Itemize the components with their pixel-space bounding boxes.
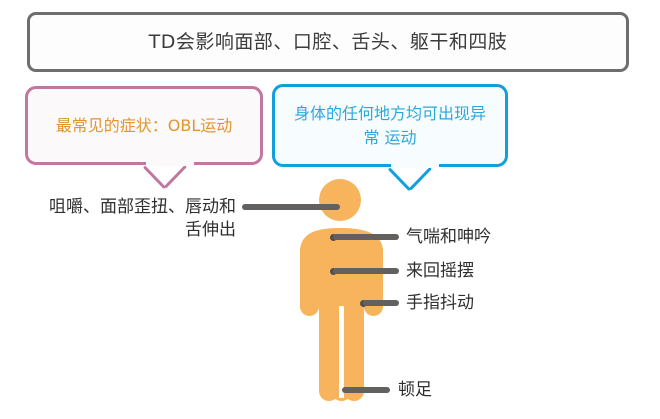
human-figure-svg [300, 179, 383, 401]
annotation-foot-stamping: 顿足 [398, 380, 432, 400]
leader-line-foot [342, 387, 390, 393]
annotation-head-face-line-1: 咀嚼、面部歪扭、唇动和 [49, 197, 236, 217]
leader-line-waist [333, 268, 399, 274]
callout-most-common-symptom: 最常见的症状：OBL运动 [25, 86, 263, 165]
callout-pink-tail-mask [146, 160, 194, 166]
callout-anywhere-line-2: 运动 [384, 127, 417, 147]
callout-anywhere-on-body-text: 身体的任何地方均可出现异常 运动 [275, 102, 505, 148]
callout-most-common-symptom-text: 最常见的症状：OBL运动 [55, 115, 233, 135]
leader-line-hand [363, 300, 399, 306]
human-body-silhouette-icon [280, 178, 400, 419]
callout-blue-tail-mask [391, 162, 439, 168]
annotation-finger-tremor: 手指抖动 [406, 293, 474, 313]
leader-line-chest [333, 234, 399, 240]
annotation-breathing-groaning: 气喘和呻吟 [406, 227, 491, 247]
headline-box: TD会影响面部、口腔、舌头、躯干和四肢 [27, 12, 629, 72]
callout-anywhere-line-1: 身体的任何地方均可出现异常 [293, 104, 486, 147]
headline-text: TD会影响面部、口腔、舌头、躯干和四肢 [148, 30, 508, 53]
callout-anywhere-on-body: 身体的任何地方均可出现异常 运动 [272, 84, 508, 167]
annotation-head-face-line-2: 舌伸出 [185, 219, 236, 240]
annotation-rocking-back-forth: 来回摇摆 [406, 261, 474, 281]
leader-line-head [242, 204, 340, 210]
annotation-head-face-symptoms: 咀嚼、面部歪扭、唇动和 舌伸出 [8, 196, 236, 242]
